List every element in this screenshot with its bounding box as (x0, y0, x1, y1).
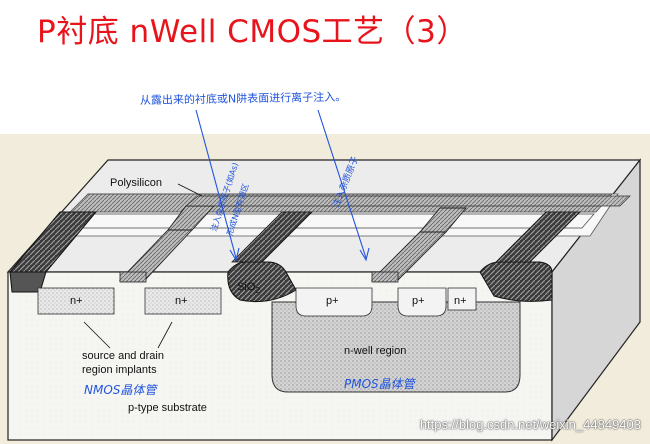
label-sio2-main: SiO (237, 281, 256, 293)
pointer-polysilicon (177, 183, 203, 197)
pmos-active-1 (295, 287, 373, 317)
watermark: https://blog.csdn.net/weixin_44849403 (419, 417, 641, 432)
label-p-type-substrate: p-type substrate (128, 402, 207, 414)
field-oxide-right (479, 261, 553, 302)
n-plus-tap (447, 287, 477, 311)
label-n-plus-1: n+ (70, 295, 83, 307)
slide-title: P衬底 nWell CMOS工艺（3） (37, 14, 468, 50)
field-oxide-center (227, 261, 297, 303)
nmos-active-1 (37, 287, 115, 315)
label-polysilicon: Polysilicon (110, 177, 162, 189)
label-source-drain-2: region implants (82, 364, 157, 376)
label-n-plus-3: n+ (454, 295, 467, 307)
label-source-drain-1: source and drain (82, 350, 164, 362)
oxide-stripe-2 (57, 213, 595, 229)
pointer-source-drain-left (83, 321, 111, 349)
arrow-right-shaft (317, 109, 367, 259)
poly-ramp-pmos (419, 207, 467, 233)
label-sio2: SiO2 (237, 281, 260, 295)
arrow-right-head (359, 247, 370, 262)
arrow-left-head (229, 247, 240, 262)
arrow-left-shaft (195, 109, 237, 259)
poly-top-nmos (185, 195, 631, 207)
field-strip-center (231, 211, 313, 263)
label-n-plus-2: n+ (175, 295, 188, 307)
label-sio2-sub: 2 (255, 286, 260, 295)
note-nmos: NMOS晶体管 (84, 383, 158, 397)
label-p-plus-1: p+ (326, 295, 339, 307)
nmos-active-2 (144, 287, 222, 315)
pointer-source-drain-right (157, 321, 173, 349)
n-well-region (271, 301, 521, 393)
label-p-plus-2: p+ (412, 295, 425, 307)
label-n-well-region: n-well region (344, 345, 406, 357)
note-top: 从露出来的衬底或N阱表面进行离子注入。 (140, 89, 346, 107)
gate-front-pmos (371, 271, 399, 283)
pmos-active-2 (397, 287, 447, 317)
gate-front-nmos (119, 271, 147, 283)
field-strip-right (495, 211, 581, 263)
note-pmos: PMOS晶体管 (344, 377, 417, 391)
